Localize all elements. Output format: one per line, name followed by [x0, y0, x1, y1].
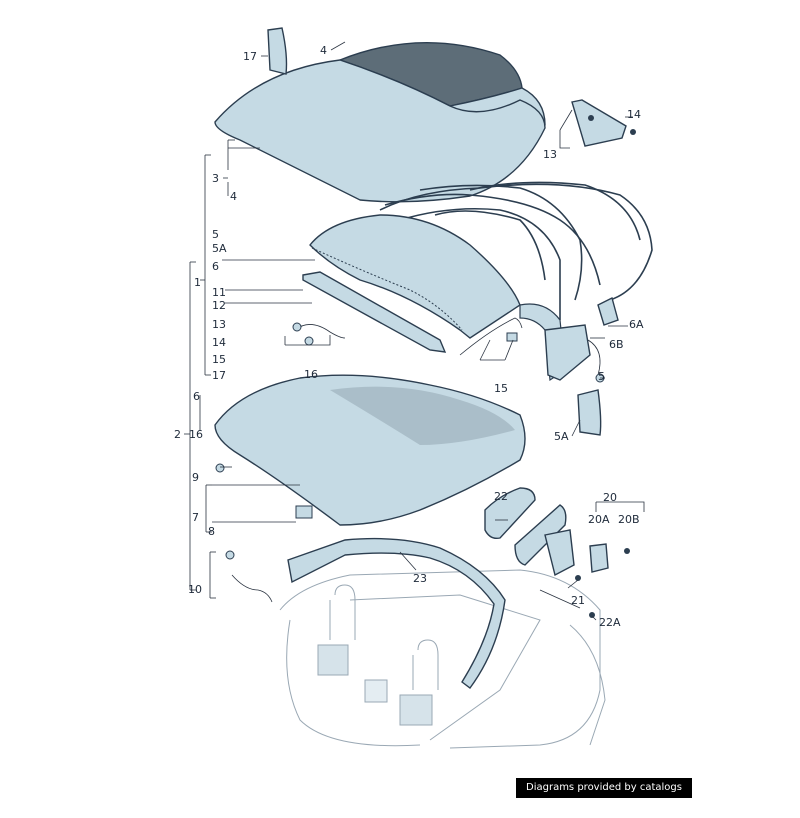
side-bracket-6A	[597, 296, 619, 326]
cable-assembly	[294, 324, 346, 339]
cable-clip-icon	[292, 322, 302, 332]
lock-bracket-20B	[589, 543, 609, 573]
label-11: 11	[212, 286, 226, 299]
label-15-list: 15	[212, 353, 226, 366]
pad-17	[267, 27, 288, 75]
screw-14-icon	[630, 129, 636, 135]
label-4: 4	[320, 44, 327, 57]
label-20B: 20B	[618, 513, 640, 526]
label-1: 1	[194, 276, 201, 289]
label-5: 5	[212, 228, 219, 241]
cable-screw-icon	[304, 336, 314, 346]
label-3: 3	[212, 172, 219, 185]
label-2: 2	[174, 428, 181, 441]
roof-folding-frame	[379, 181, 653, 320]
label-20A: 20A	[588, 513, 610, 526]
label-23: 23	[413, 572, 427, 585]
label-8: 8	[208, 525, 215, 538]
label-17: 17	[243, 50, 257, 63]
clip-8	[295, 505, 313, 519]
label-14: 14	[627, 108, 641, 121]
label-5-right: 5	[598, 370, 605, 383]
label-9: 9	[192, 471, 199, 484]
label-13-list: 13	[212, 318, 226, 331]
hinge-cable	[587, 339, 601, 376]
part-labels: 17 4 14 13 3 4 5 5A 6 1 11 12 13 14 15 1…	[174, 44, 644, 629]
label-21: 21	[571, 594, 585, 607]
seal-rail	[459, 317, 523, 356]
label-15: 15	[494, 382, 508, 395]
screw-10-icon	[225, 550, 235, 560]
label-22A: 22A	[599, 616, 621, 629]
headliner-seam	[311, 247, 463, 331]
label-12: 12	[212, 299, 226, 312]
label-17-list: 17	[212, 369, 226, 382]
label-6-lower: 6	[193, 390, 200, 403]
label-5A-right: 5A	[554, 430, 569, 443]
screw-20B-icon	[624, 548, 630, 554]
credit-banner: Diagrams provided by catalogs parts	[516, 778, 692, 813]
leader-lines	[212, 41, 645, 621]
hinge-mechanism-6B	[544, 324, 591, 381]
windshield-frame-seal	[287, 537, 506, 689]
label-4-sub: 4	[230, 190, 237, 203]
label-16-list: 16	[189, 428, 203, 441]
label-6: 6	[212, 260, 219, 273]
label-6A: 6A	[629, 318, 644, 331]
screw-21-icon	[575, 575, 581, 581]
screw-22A-icon	[589, 612, 595, 618]
label-16: 16	[304, 368, 318, 381]
bracket-13	[571, 99, 627, 147]
roof-front-strip	[302, 271, 447, 353]
car-body	[279, 569, 606, 749]
roof-headliner-lower	[214, 374, 526, 526]
lock-housing-20	[514, 504, 567, 566]
label-14-list: 14	[212, 336, 226, 349]
left-index-brackets	[184, 139, 235, 599]
label-22: 22	[494, 490, 508, 503]
pad-5A	[577, 389, 602, 436]
label-13: 13	[543, 148, 557, 161]
exploded-parts-diagram: 17 4 14 13 3 4 5 5A 6 1 11 12 13 14 15 1…	[174, 27, 653, 749]
lock-mechanism-20A	[544, 529, 575, 577]
roof-headliner-upper	[309, 214, 521, 339]
label-5A: 5A	[212, 242, 227, 255]
bracket-screw-icon	[588, 115, 594, 121]
panel-22	[484, 487, 536, 540]
rail-clip	[506, 332, 518, 342]
cable-10	[231, 574, 273, 603]
label-10: 10	[188, 583, 202, 596]
label-20: 20	[603, 491, 617, 504]
label-7: 7	[192, 511, 199, 524]
soft-top-outer-cover	[214, 59, 546, 203]
screw-9-icon	[215, 463, 225, 473]
label-6B: 6B	[609, 338, 624, 351]
headliner-lower-inner	[330, 386, 515, 445]
